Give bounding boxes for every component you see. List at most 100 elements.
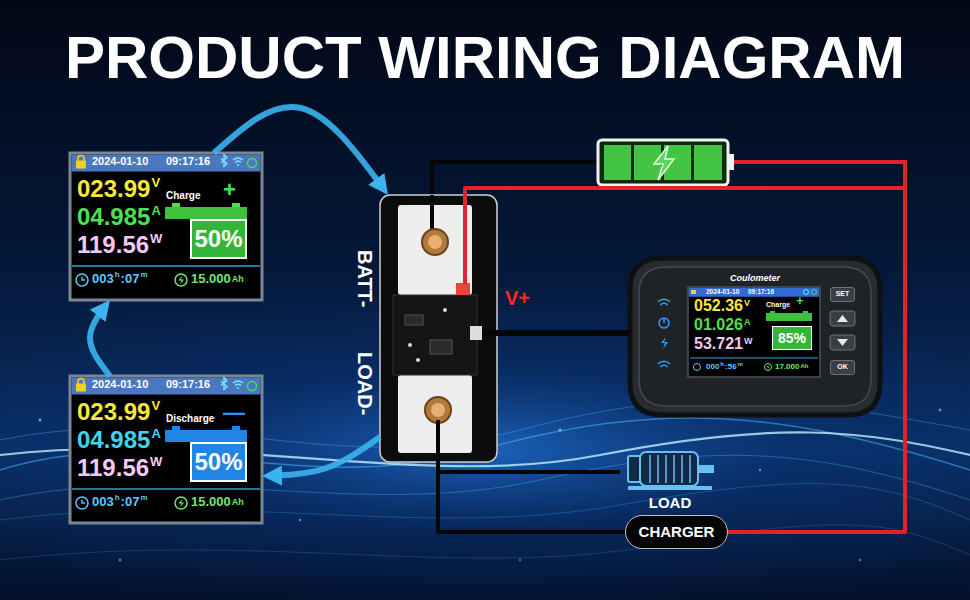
- current-value: 04.985: [77, 203, 150, 231]
- shunt-housing: [380, 195, 497, 462]
- light-particles: [119, 559, 122, 562]
- box-text: SET: [836, 290, 850, 298]
- coulometer-housing: [658, 299, 670, 305]
- device-label: Coulometer: [730, 273, 780, 283]
- shunt-housing: [408, 343, 412, 347]
- display-frame: [72, 155, 261, 172]
- light-particles: [519, 559, 521, 561]
- power-value: 119.56: [77, 454, 149, 482]
- box-text: 50%: [194, 225, 242, 253]
- load-node: LOAD: [620, 448, 720, 514]
- black-wire: [438, 462, 625, 532]
- current-value: 04.985: [77, 426, 150, 454]
- unit-label: h: [720, 361, 724, 368]
- coulometer-housing: [767, 365, 770, 370]
- coulometer-housing: [691, 290, 696, 294]
- flow-arrow: [214, 107, 388, 195]
- display-frame: [70, 376, 262, 523]
- display-frame: [72, 488, 260, 490]
- percent-box: 50%: [190, 219, 247, 259]
- battery-symbol: [654, 146, 674, 180]
- display-frame: [72, 265, 260, 267]
- display-frame: [72, 378, 261, 395]
- unit-label: W: [150, 455, 162, 470]
- display-screen: 2024-01-1009:17:16023.99V04.985A119.56WC…: [70, 153, 262, 300]
- mode-label: Charge: [166, 190, 200, 202]
- coulometer-housing: [659, 318, 669, 328]
- display-frame: [76, 497, 88, 509]
- diagram-title: PRODUCT WIRING DIAGRAM: [65, 28, 905, 88]
- mode-label: Charge: [766, 301, 790, 309]
- time-text: 09:17:16: [166, 155, 210, 168]
- display-frame: [248, 159, 257, 168]
- shunt-housing: [393, 295, 477, 375]
- coulometer-housing: [690, 358, 818, 359]
- box-text: OK: [837, 363, 848, 371]
- display-frame: [82, 277, 85, 281]
- date-text: 2024-01-10: [92, 155, 148, 168]
- coulometer-display: Coulometer2024-01-1009:17:16052.36V01.02…: [630, 258, 880, 415]
- shunt-housing: [470, 326, 482, 340]
- coulometer-housing: [830, 311, 855, 326]
- coulometer-housing: [837, 339, 848, 346]
- unit-label: A: [151, 427, 160, 442]
- battery-symbol: [734, 162, 905, 188]
- display-frame: [76, 274, 88, 286]
- button: SET: [830, 287, 855, 302]
- voltage-value: 023.99: [77, 175, 150, 203]
- time-text: 09:17:16: [748, 288, 774, 295]
- time-text: 09:17:16: [166, 378, 210, 391]
- shunt-housing: [405, 315, 423, 325]
- power-value: 53.721: [694, 335, 743, 353]
- display-frame: [221, 155, 227, 167]
- shunt-housing: [398, 205, 472, 295]
- shunt-housing: [380, 195, 497, 462]
- shunt-housing: [463, 195, 467, 284]
- shunt-housing: [443, 308, 447, 312]
- capacity-value: 15.000: [191, 495, 231, 510]
- unit-label: Ah: [232, 497, 244, 507]
- red-wire: [465, 188, 905, 532]
- display-frame: [237, 387, 239, 389]
- display-frame: [78, 379, 84, 385]
- shunt-housing: [436, 420, 440, 462]
- display-frame: [179, 276, 185, 285]
- time-value: 003: [92, 272, 114, 287]
- coulometer-housing: [688, 287, 820, 377]
- display-frame: [76, 161, 86, 169]
- unit-label: m: [738, 361, 743, 368]
- button: OK: [830, 360, 855, 375]
- shunt-housing: [431, 403, 445, 417]
- signal-cable: [497, 330, 630, 336]
- display-frame: [232, 203, 240, 207]
- coulometer-housing: [837, 315, 848, 322]
- display-frame: [233, 381, 243, 386]
- coulometer-housing: [830, 335, 855, 350]
- terminal-label: V+: [505, 287, 530, 310]
- light-particles: [558, 428, 561, 431]
- percent-box: 50%: [190, 442, 247, 482]
- shunt-housing: [430, 340, 452, 354]
- light-particles: [39, 419, 42, 422]
- coulometer-housing: [658, 361, 670, 367]
- mode-sign: +: [796, 294, 804, 309]
- unit-label: V: [151, 399, 160, 414]
- date-text: 2024-01-10: [706, 288, 739, 295]
- current-value: 01.026: [694, 316, 743, 334]
- terminal-label: LOAD-: [353, 352, 376, 415]
- box-text: 50%: [194, 448, 242, 476]
- capacity-value: 17.000: [775, 362, 799, 371]
- coulometer-housing: [639, 267, 871, 406]
- light-particles: [939, 409, 942, 412]
- motor-symbol: [628, 452, 714, 490]
- coulometer-housing: [812, 290, 817, 295]
- battery-symbol: [604, 145, 631, 180]
- terminal-label: BATT-: [353, 250, 376, 307]
- unit-label: m: [140, 270, 147, 279]
- shunt-housing: [416, 358, 420, 362]
- display-frame: [165, 207, 247, 219]
- display-frame: [233, 158, 243, 163]
